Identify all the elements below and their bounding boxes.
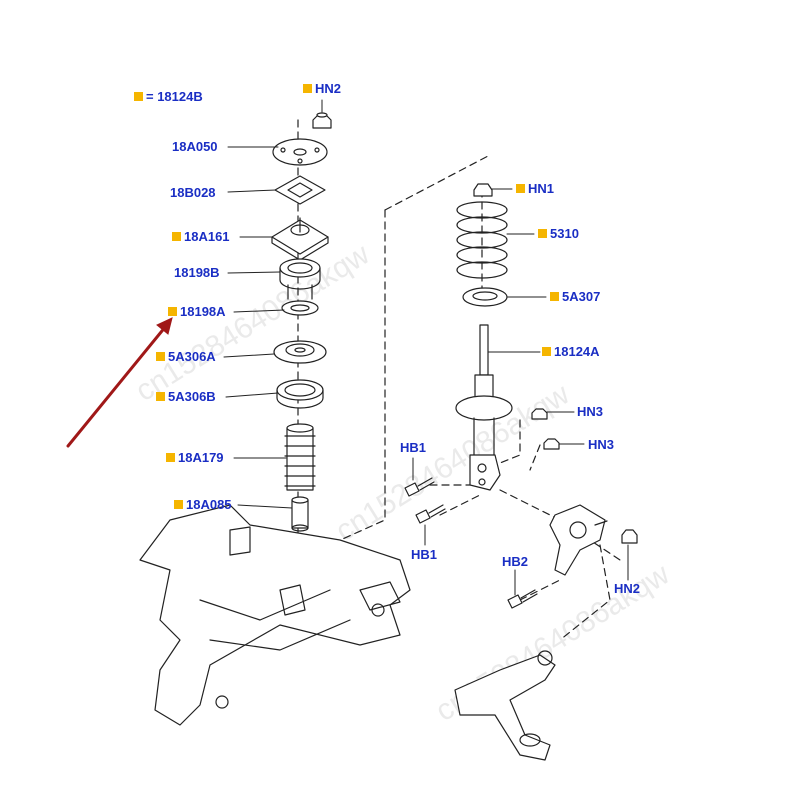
- label-hn2-top: HN2: [303, 82, 341, 96]
- part-5a306a-seat: [273, 340, 327, 364]
- marker-square: [174, 500, 183, 509]
- part-5a306b-insulator: [276, 379, 324, 409]
- label-hn3-b: HN3: [588, 438, 614, 452]
- marker-square: [168, 307, 177, 316]
- leader-lines: [223, 99, 629, 596]
- label-5a307: 5A307: [550, 290, 600, 304]
- label-18a179: 18A179: [166, 451, 224, 465]
- nut-hn1: [473, 183, 493, 197]
- front-subframe: [139, 504, 411, 726]
- label-text: 18B028: [170, 185, 216, 200]
- marker-square: [172, 232, 181, 241]
- marker-square: [550, 292, 559, 301]
- marker-square: [516, 184, 525, 193]
- bolt-hb1-bottom: [415, 504, 446, 524]
- marker-square: [156, 392, 165, 401]
- label-text: 18A161: [184, 229, 230, 244]
- label-text: 18198A: [180, 304, 226, 319]
- label-text: 5A307: [562, 289, 601, 304]
- label-text: 5310: [550, 226, 579, 241]
- label-18a085: 18A085: [174, 498, 232, 512]
- part-5310-spring: [456, 201, 508, 279]
- label-text: HN2: [614, 581, 641, 596]
- red-pointer-arrow: [66, 317, 173, 448]
- marker-square: [303, 84, 312, 93]
- label-text: 18124A: [554, 344, 600, 359]
- label-text: HN3: [577, 404, 604, 419]
- label-text: HB1: [400, 440, 427, 455]
- part-18a179-boot: [284, 423, 316, 491]
- label-18198b: 18198B: [174, 266, 220, 280]
- label-hn3-a: HN3: [577, 405, 603, 419]
- nut-hn2-top: [312, 112, 332, 129]
- label-text: HB1: [411, 547, 438, 562]
- label-text: 18198B: [174, 265, 220, 280]
- part-18a085-bumper: [291, 496, 309, 532]
- part-18198b-bearing: [279, 258, 321, 290]
- label-hb2: HB2: [502, 555, 528, 569]
- bolt-hb2: [507, 589, 538, 609]
- bolt-hb1-top: [404, 477, 435, 497]
- label-text: HN1: [528, 181, 555, 196]
- label-text: HN2: [315, 81, 342, 96]
- marker-square: [156, 352, 165, 361]
- nut-hn3-a: [531, 408, 548, 420]
- nut-hn2-right: [621, 529, 638, 544]
- label-text: HB2: [502, 554, 529, 569]
- part-18b028-gasket: [274, 175, 326, 205]
- label-18a050: 18A050: [172, 140, 218, 154]
- label-hn1: HN1: [516, 182, 554, 196]
- marker-square: [134, 92, 143, 101]
- label-text: 5A306A: [168, 349, 216, 364]
- label-text: 18A085: [186, 497, 232, 512]
- label-5a306a: 5A306A: [156, 350, 216, 364]
- label-5a306b: 5A306B: [156, 390, 216, 404]
- part-18a161-mount: [271, 217, 329, 261]
- marker-square: [542, 347, 551, 356]
- part-5a307-seat: [462, 287, 508, 307]
- label-hb1-bottom: HB1: [411, 548, 437, 562]
- label-text: 18A179: [178, 450, 224, 465]
- label-5310: 5310: [538, 227, 579, 241]
- label-18198a: 18198A: [168, 305, 226, 319]
- label-18a161: 18A161: [172, 230, 230, 244]
- label-hb1-top: HB1: [400, 441, 426, 455]
- label-text: HN3: [588, 437, 615, 452]
- part-18198a-seat: [281, 284, 319, 316]
- part-18a050-plate: [272, 138, 328, 166]
- label-text: 18A050: [172, 139, 218, 154]
- marker-square: [538, 229, 547, 238]
- steering-knuckle: [549, 504, 608, 576]
- marker-square: [166, 453, 175, 462]
- lower-control-arm: [454, 650, 556, 761]
- legend-text: = 18124B: [146, 89, 203, 104]
- nut-hn3-b: [543, 438, 560, 450]
- label-18124a: 18124A: [542, 345, 600, 359]
- part-18124a-strut: [455, 324, 513, 491]
- label-hn2-right: HN2: [614, 582, 640, 596]
- label-18b028: 18B028: [170, 186, 216, 200]
- legend-18124b: = 18124B: [134, 90, 203, 104]
- label-text: 5A306B: [168, 389, 216, 404]
